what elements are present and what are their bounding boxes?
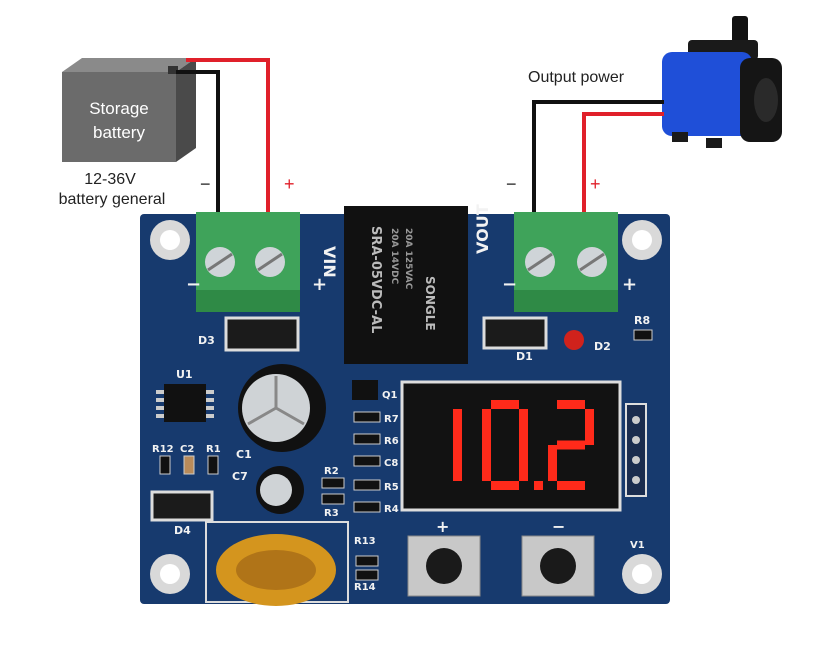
storage-battery: [62, 58, 196, 162]
vout-minus-silkscreen: −: [502, 274, 517, 295]
vin-minus-silkscreen: −: [186, 274, 201, 295]
segment-c: [519, 445, 528, 481]
label-u1: U1: [176, 368, 193, 381]
digit-2: [548, 400, 594, 490]
label-d3: D3: [198, 334, 215, 347]
vin-plus-silkscreen: +: [312, 274, 327, 295]
input-terminal-block: [196, 212, 300, 312]
label-r14: R14: [354, 582, 376, 593]
digit-1: [482, 400, 528, 490]
input-plus-sign: +: [284, 174, 295, 194]
transistor-q1: [352, 380, 378, 400]
output-positive-wire: [582, 112, 664, 214]
input-negative-wire: [176, 70, 220, 214]
water-pump: [662, 16, 782, 148]
segment-c: [453, 445, 462, 481]
relay-rating-1: 20A 14VDC: [389, 228, 399, 285]
relay-model-text: SRA-05VDC-AL: [368, 226, 383, 333]
voltage-range-label: 12-36V: [84, 171, 136, 188]
segment-e: [482, 445, 491, 481]
diode-d4: [150, 490, 214, 522]
plus-button-label: +: [436, 517, 449, 536]
diode-d3: [224, 316, 300, 352]
label-r4: R4: [384, 504, 399, 515]
label-v1: V1: [630, 540, 645, 551]
label-c7: C7: [232, 470, 248, 483]
label-r8: R8: [634, 314, 650, 327]
digit-0: [453, 409, 462, 481]
relay-rating-2: 20A 125VAC: [403, 228, 413, 290]
label-d1: D1: [516, 350, 533, 363]
battery-label-line1: Storage: [89, 99, 149, 118]
segment-g: [557, 440, 585, 450]
label-r13: R13: [354, 536, 376, 547]
label-c1: C1: [236, 448, 252, 461]
segment-a: [491, 400, 519, 409]
input-positive-wire: [186, 58, 270, 214]
output-plus-sign: +: [590, 174, 601, 194]
minus-button-label: −: [552, 517, 565, 536]
inductor-coil: [216, 534, 336, 606]
label-c2: C2: [180, 444, 194, 455]
output-terminal-block: [514, 212, 618, 312]
chip-u1: [164, 384, 206, 422]
label-r12: R12: [152, 444, 174, 455]
segment-d: [557, 481, 585, 490]
capacitor-c1: [238, 364, 326, 452]
label-r7: R7: [384, 414, 399, 425]
minus-button[interactable]: [521, 535, 595, 597]
label-c8: C8: [384, 458, 398, 469]
input-minus-sign: −: [200, 174, 211, 194]
segment-e: [548, 445, 557, 481]
output-minus-sign: −: [506, 174, 517, 194]
plus-button[interactable]: [407, 535, 481, 597]
relay-brand: SONGLE: [423, 276, 437, 331]
segment-b: [519, 409, 528, 445]
output-negative-wire: [532, 100, 664, 214]
resistor-r8: [633, 329, 653, 341]
label-d4: D4: [174, 524, 191, 537]
header-v1: [625, 403, 647, 497]
relay: [344, 206, 468, 364]
label-q1: Q1: [382, 390, 398, 401]
segment-a: [557, 400, 585, 409]
battery-label-line2: battery: [93, 123, 145, 142]
vin-silkscreen: VIN: [320, 246, 339, 278]
label-r6: R6: [384, 436, 399, 447]
vout-silkscreen: VOUT: [473, 204, 492, 254]
output-power-label: Output power: [528, 69, 625, 86]
display-digits: [453, 400, 594, 490]
segment-f: [482, 409, 491, 445]
led-d2: [564, 330, 584, 350]
label-r2: R2: [324, 466, 339, 477]
segment-b: [453, 409, 462, 445]
label-r1: R1: [206, 444, 221, 455]
decimal-point: [534, 481, 543, 490]
segment-d: [491, 481, 519, 490]
capacitor-c7: [256, 466, 304, 514]
mounting-holes: [150, 220, 662, 594]
label-r3: R3: [324, 508, 339, 519]
label-d2: D2: [594, 340, 611, 353]
diode-d1: [482, 316, 548, 350]
label-r5: R5: [384, 482, 399, 493]
vout-plus-silkscreen: +: [622, 274, 637, 295]
segment-b: [585, 409, 594, 445]
battery-general-label: battery general: [59, 191, 166, 208]
